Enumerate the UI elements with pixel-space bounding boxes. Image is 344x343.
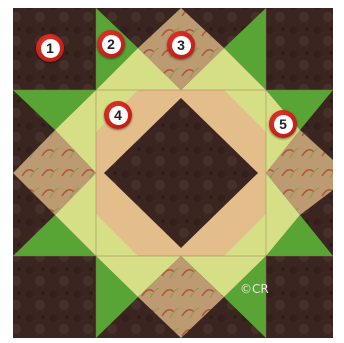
marker-1: 1 (36, 34, 64, 62)
marker-3-label: 3 (172, 36, 191, 55)
copyright-mark: ©CR (240, 282, 269, 296)
marker-2-label: 2 (102, 35, 121, 54)
marker-5-label: 5 (274, 115, 293, 134)
marker-4: 4 (104, 101, 132, 129)
marker-4-label: 4 (109, 106, 128, 125)
marker-2: 2 (97, 30, 125, 58)
marker-5: 5 (269, 110, 297, 138)
marker-1-label: 1 (41, 39, 60, 58)
marker-3: 3 (167, 31, 195, 59)
